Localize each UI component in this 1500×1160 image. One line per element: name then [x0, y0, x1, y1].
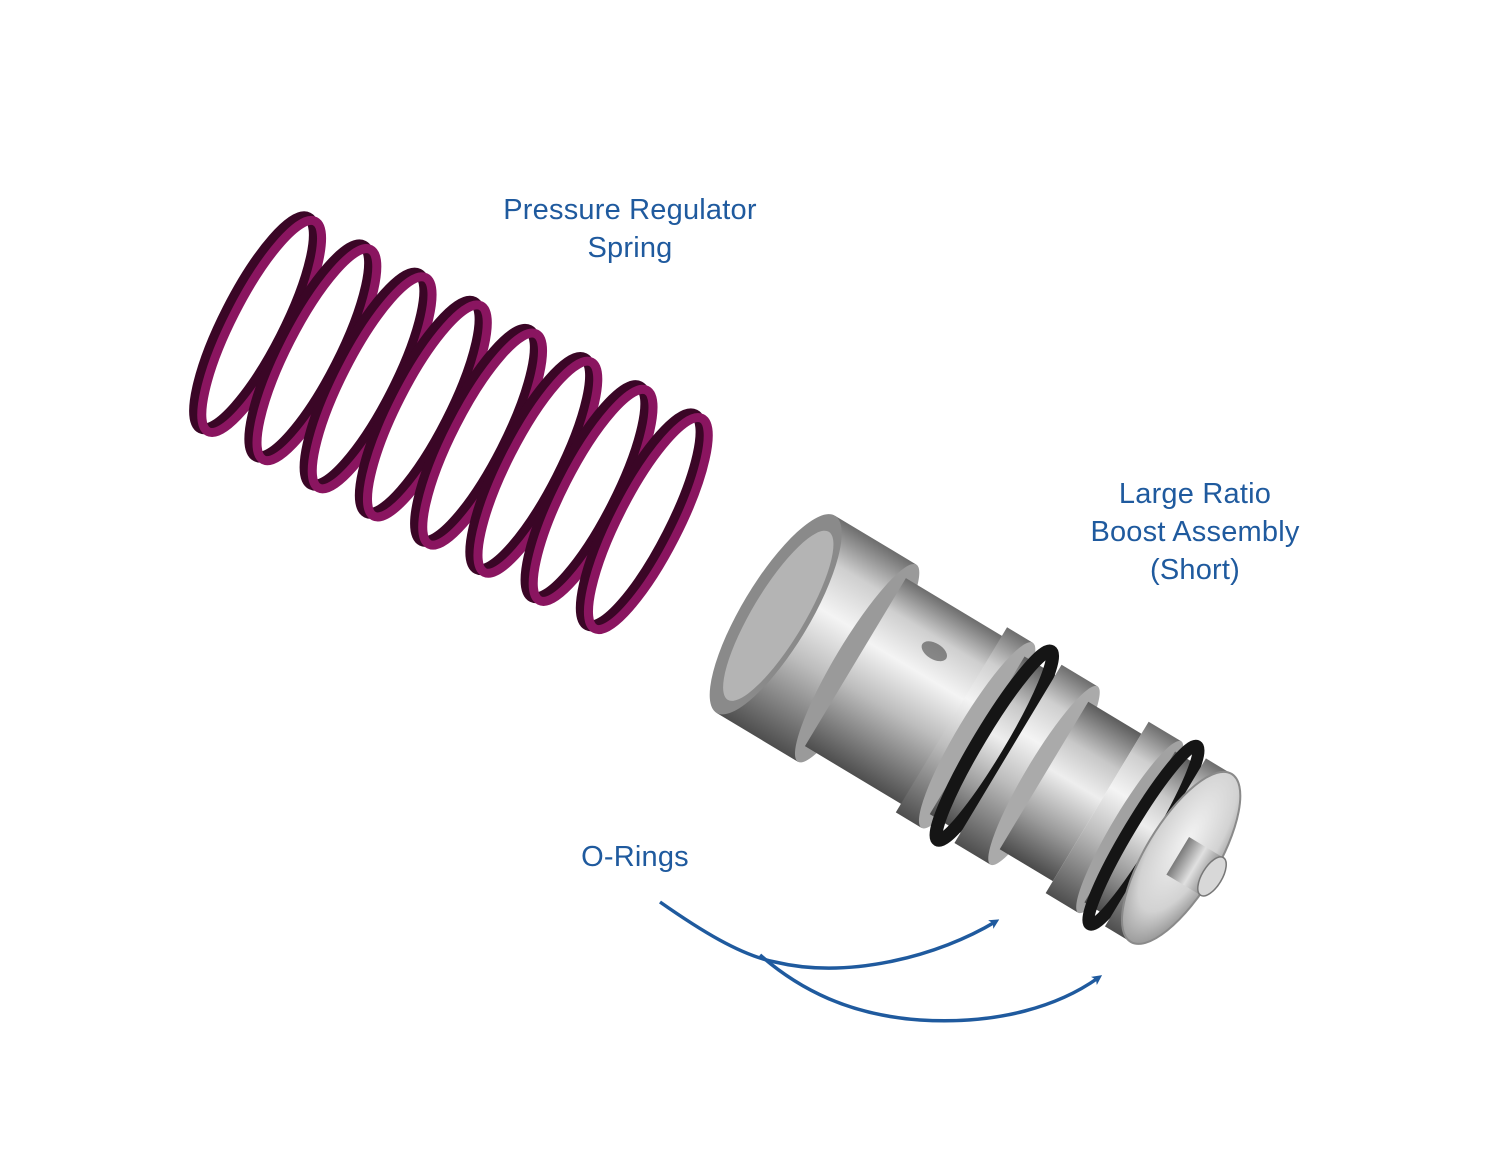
boost-label-line-1: Large Ratio: [1118, 478, 1272, 510]
o-rings-label-text: O-Rings: [581, 841, 689, 873]
o-ring-1: [929, 644, 1060, 847]
valve-left-land: [716, 515, 917, 762]
pressure-regulator-spring-label: Pressure Regulator Spring: [470, 191, 790, 267]
spring-coil: [583, 412, 713, 635]
o-ring-arrow-lower: [758, 953, 1103, 1023]
boost-valve-assembly: [709, 514, 1242, 945]
boost-label-line-3: (Short): [1149, 554, 1241, 586]
valve-spool-body: [804, 578, 1005, 806]
valve-narrow-neck: [999, 701, 1142, 882]
boost-assembly-label: Large Ratio Boost Assembly (Short): [1050, 475, 1340, 589]
spring-label-line-2: Spring: [587, 232, 673, 264]
pressure-regulator-spring: [189, 211, 713, 635]
o-rings-label: O-Rings: [540, 838, 730, 876]
spring-label-line-1: Pressure Regulator: [503, 194, 757, 226]
o-ring-arrow-upper: [658, 900, 1000, 970]
boost-label-line-2: Boost Assembly: [1090, 516, 1300, 548]
